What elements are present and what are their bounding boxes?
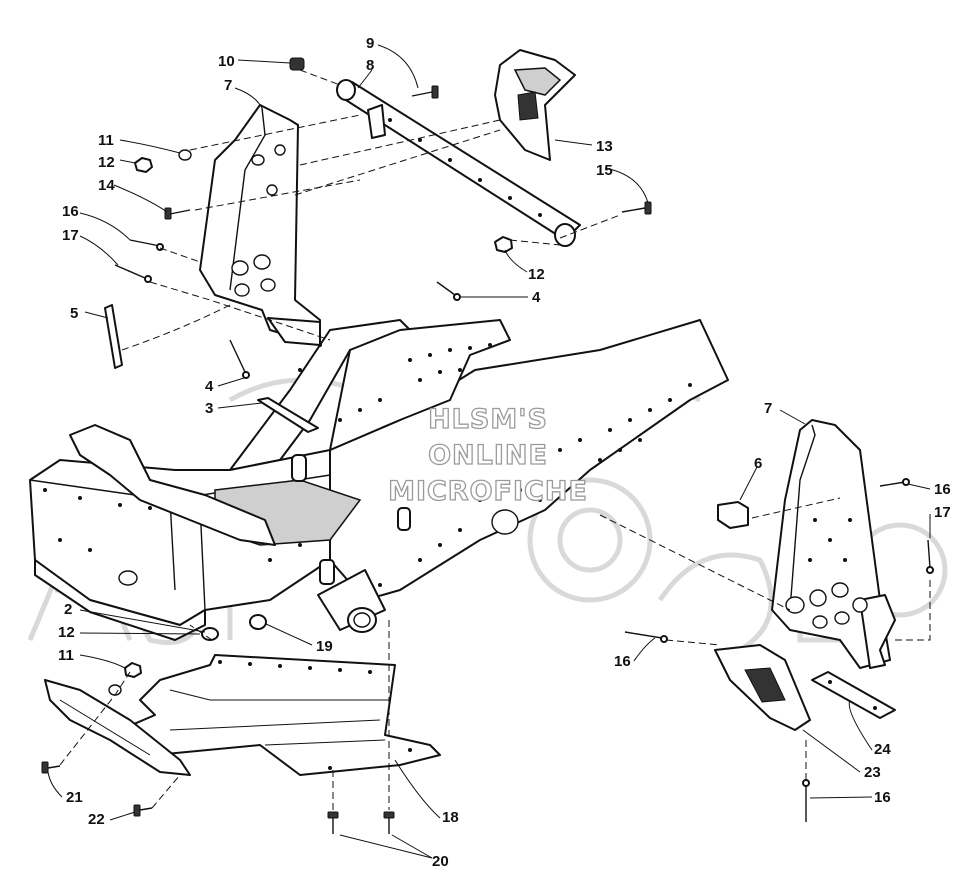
callout-23: 23 [864, 764, 881, 781]
assembly-lines [59, 69, 931, 810]
callout-21: 21 [66, 789, 83, 806]
callout-11-upper: 11 [98, 132, 114, 149]
callout-15: 15 [596, 162, 613, 179]
callout-4-right: 4 [532, 289, 541, 306]
callout-22: 22 [88, 811, 105, 828]
watermark-line-1: HLSM'S [428, 404, 548, 435]
chassis-frame [29, 319, 729, 641]
callout-labels: 10 9 8 7 11 12 14 16 17 5 13 15 12 4 4 3… [58, 35, 951, 870]
callout-24: 24 [874, 741, 891, 758]
callout-16-lower-mid: 16 [614, 653, 631, 670]
callout-3: 3 [205, 400, 213, 417]
callout-20: 20 [432, 853, 449, 870]
small-angle-bracket [717, 501, 749, 529]
belly-pan [119, 654, 441, 776]
watermark-line-2: ONLINE [428, 440, 548, 471]
left-footrest-bracket [199, 104, 321, 346]
belly-pan-holes [218, 660, 412, 770]
callout-12-upper: 12 [98, 154, 115, 171]
support-strap [811, 671, 896, 719]
callout-9: 9 [366, 35, 374, 52]
callout-10: 10 [218, 53, 235, 70]
callout-6: 6 [754, 455, 762, 472]
callout-7-upper: 7 [224, 77, 232, 94]
callout-14: 14 [98, 177, 115, 194]
steering-support-tube [336, 79, 581, 247]
callout-16-bottom-right: 16 [874, 789, 891, 806]
leader-lines [47, 44, 931, 859]
callout-2: 2 [64, 601, 72, 618]
callout-12-lower: 12 [58, 624, 75, 641]
callout-18: 18 [442, 809, 459, 826]
callout-13: 13 [596, 138, 613, 155]
callout-4-left: 4 [205, 378, 214, 395]
front-skid-plate [44, 679, 191, 776]
right-footrest-bracket [771, 419, 896, 669]
callout-8: 8 [366, 57, 374, 74]
callout-16-right: 16 [934, 481, 951, 498]
watermark-line-3: MICROFICHE [388, 476, 588, 507]
callout-17-upper-left: 17 [62, 227, 79, 244]
step-plate [714, 644, 811, 731]
callout-17-right: 17 [934, 504, 951, 521]
watermark: HLSM'S ONLINE MICROFICHE [387, 403, 588, 507]
chassis-rivets [43, 343, 692, 587]
callout-12-mid: 12 [528, 266, 545, 283]
hardware [41, 57, 652, 834]
steering-bracket-right [494, 49, 576, 161]
callout-16-upper-left: 16 [62, 203, 79, 220]
callout-11-lower: 11 [58, 647, 74, 664]
callout-19: 19 [316, 638, 333, 655]
right-rivets [624, 478, 934, 822]
callout-7-right: 7 [764, 400, 772, 417]
callout-5: 5 [70, 305, 78, 322]
